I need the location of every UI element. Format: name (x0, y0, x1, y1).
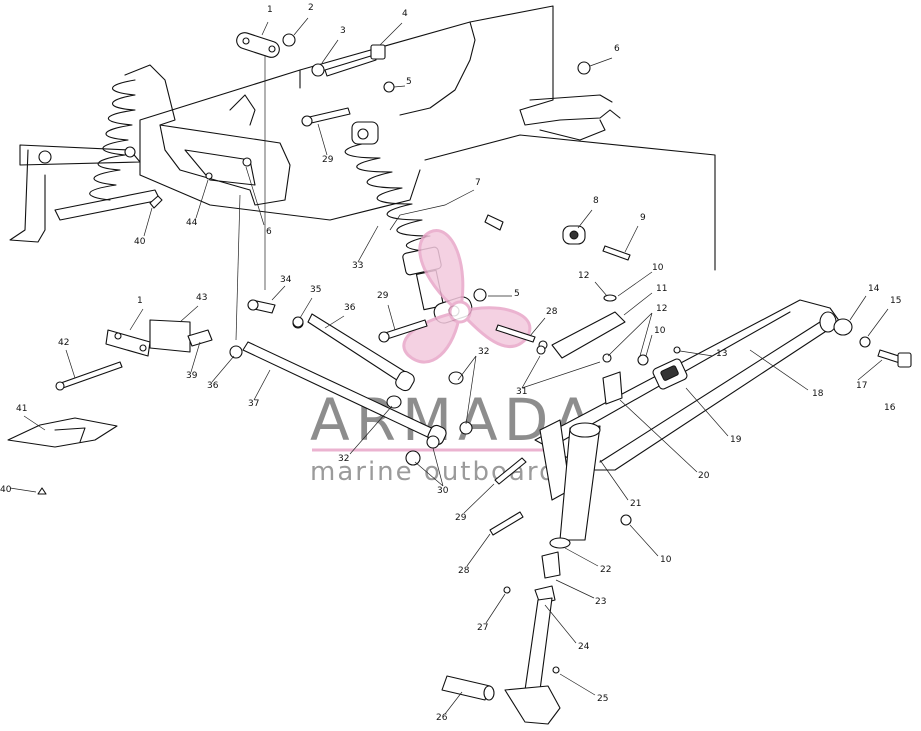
callout-29: 29 (377, 291, 389, 301)
callout-11: 11 (656, 284, 667, 294)
leader-lines (9, 17, 889, 715)
callout-37: 37 (248, 399, 259, 409)
callout-4: 4 (402, 9, 408, 19)
callout-40: 40 (0, 485, 12, 495)
callout-31: 31 (516, 387, 527, 397)
callout-32: 32 (338, 454, 349, 464)
callout-10: 10 (654, 326, 666, 336)
callout-26: 26 (436, 713, 448, 723)
callout-9: 9 (640, 213, 646, 223)
watermark-tagline: marine outboards (310, 457, 573, 487)
callout-10: 10 (660, 555, 672, 565)
callout-23: 23 (595, 597, 606, 607)
callout-5: 5 (406, 77, 412, 87)
callout-36: 36 (344, 303, 356, 313)
left-shock-assembly (9, 64, 176, 243)
radius-rods (229, 313, 447, 446)
frame-bulkhead (139, 5, 716, 271)
callout-39: 39 (186, 371, 198, 381)
callout-27: 27 (477, 623, 488, 633)
callout-6: 6 (266, 227, 272, 237)
callout-1: 1 (267, 5, 273, 15)
callout-33: 33 (352, 261, 363, 271)
callout-20: 20 (698, 471, 710, 481)
callout-28: 28 (546, 307, 558, 317)
spindle-ski-mount (441, 537, 571, 725)
callout-41: 41 (16, 404, 27, 414)
left-shock-spring (89, 79, 136, 201)
propeller-logo (402, 229, 532, 364)
callout-6: 6 (614, 44, 620, 54)
callout-1: 1 (137, 296, 143, 306)
callout-34: 34 (280, 275, 292, 285)
callout-29: 29 (322, 155, 334, 165)
callout-29: 29 (455, 513, 467, 523)
callout-21: 21 (630, 499, 641, 509)
callout-12: 12 (578, 271, 589, 281)
callout-28: 28 (458, 566, 470, 576)
callout-5: 5 (514, 289, 520, 299)
callout-24: 24 (578, 642, 590, 652)
callout-36: 36 (207, 381, 219, 391)
trailing-arm (534, 299, 841, 541)
callout-2: 2 (308, 3, 314, 13)
callout-32: 32 (478, 347, 489, 357)
callout-12: 12 (656, 304, 667, 314)
callout-16: 16 (884, 403, 896, 413)
callout-13: 13 (716, 349, 727, 359)
callout-8: 8 (593, 196, 599, 206)
callout-10: 10 (652, 263, 664, 273)
callout-44: 44 (186, 218, 198, 228)
callout-43: 43 (196, 293, 207, 303)
callout-19: 19 (730, 435, 742, 445)
callout-15: 15 (890, 296, 901, 306)
callout-40: 40 (134, 237, 146, 247)
callout-3: 3 (340, 26, 346, 36)
callout-14: 14 (868, 284, 880, 294)
callout-35: 35 (310, 285, 321, 295)
callout-17: 17 (856, 381, 867, 391)
callout-18: 18 (812, 389, 824, 399)
callout-42: 42 (58, 338, 69, 348)
callout-7: 7 (475, 178, 481, 188)
callout-25: 25 (597, 694, 608, 704)
hardware (7, 32, 912, 674)
callout-30: 30 (437, 486, 449, 496)
callout-22: 22 (600, 565, 611, 575)
